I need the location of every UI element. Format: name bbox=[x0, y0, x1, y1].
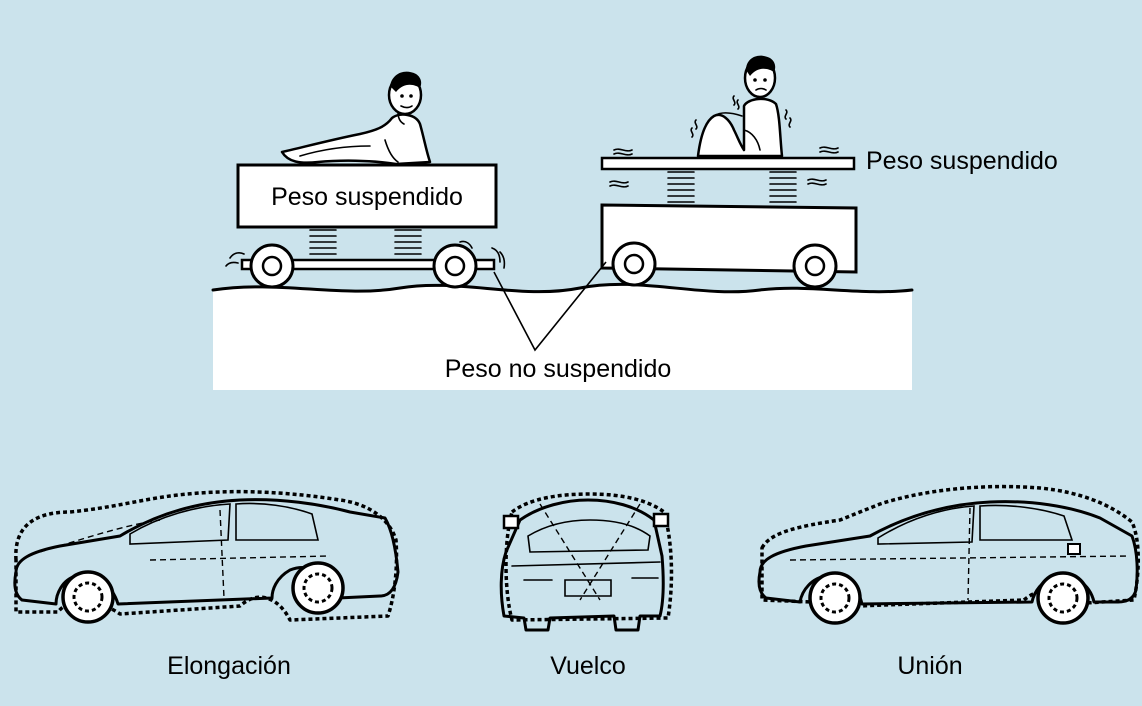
right-cart-spring-2 bbox=[769, 171, 797, 203]
unsprung-weight-label: Peso no suspendido bbox=[445, 355, 672, 383]
unsprung-pointer-lines bbox=[493, 261, 607, 352]
left-cart-motion-marks bbox=[225, 240, 506, 269]
right-person-icon bbox=[690, 55, 792, 158]
left-cart: Peso suspendido bbox=[225, 71, 506, 289]
suspension-illustration: Peso suspendido bbox=[211, 55, 1058, 390]
right-cart: Peso suspendido bbox=[600, 55, 1058, 289]
car-union-windows bbox=[877, 504, 1074, 545]
car-roll: Vuelco bbox=[499, 492, 674, 680]
right-cart-body bbox=[600, 203, 858, 274]
car-elongation-windows bbox=[129, 502, 320, 545]
left-sprung-weight-label: Peso suspendido bbox=[271, 183, 463, 211]
right-cart-wheel-front bbox=[611, 241, 657, 287]
right-cart-spring-1 bbox=[667, 171, 695, 203]
car-union-label: Unión bbox=[897, 652, 962, 680]
car-elongation: Elongación bbox=[13, 489, 400, 680]
left-person-icon bbox=[280, 71, 432, 166]
right-sprung-weight-label: Peso suspendido bbox=[866, 147, 1058, 175]
car-union: Unión bbox=[757, 484, 1141, 680]
car-roll-body bbox=[499, 498, 665, 632]
ground-line bbox=[211, 282, 914, 294]
car-roll-windshield bbox=[527, 519, 651, 553]
car-roll-label: Vuelco bbox=[550, 652, 626, 680]
car-elongation-displaced-outline bbox=[14, 489, 399, 622]
right-cart-platform bbox=[600, 156, 856, 171]
right-cart-vibration-marks bbox=[609, 146, 839, 188]
right-cart-wheel-rear bbox=[792, 243, 838, 289]
left-cart-axle bbox=[240, 258, 496, 271]
left-cart-wheel-front bbox=[249, 243, 295, 289]
car-roll-displaced-outline bbox=[504, 492, 674, 622]
left-cart-spring-1 bbox=[309, 229, 337, 255]
left-cart-body bbox=[236, 163, 498, 229]
ground-panel bbox=[213, 284, 912, 390]
left-cart-spring-2 bbox=[394, 229, 422, 255]
car-elongation-label: Elongación bbox=[167, 652, 291, 680]
left-cart-wheel-rear bbox=[432, 243, 478, 289]
